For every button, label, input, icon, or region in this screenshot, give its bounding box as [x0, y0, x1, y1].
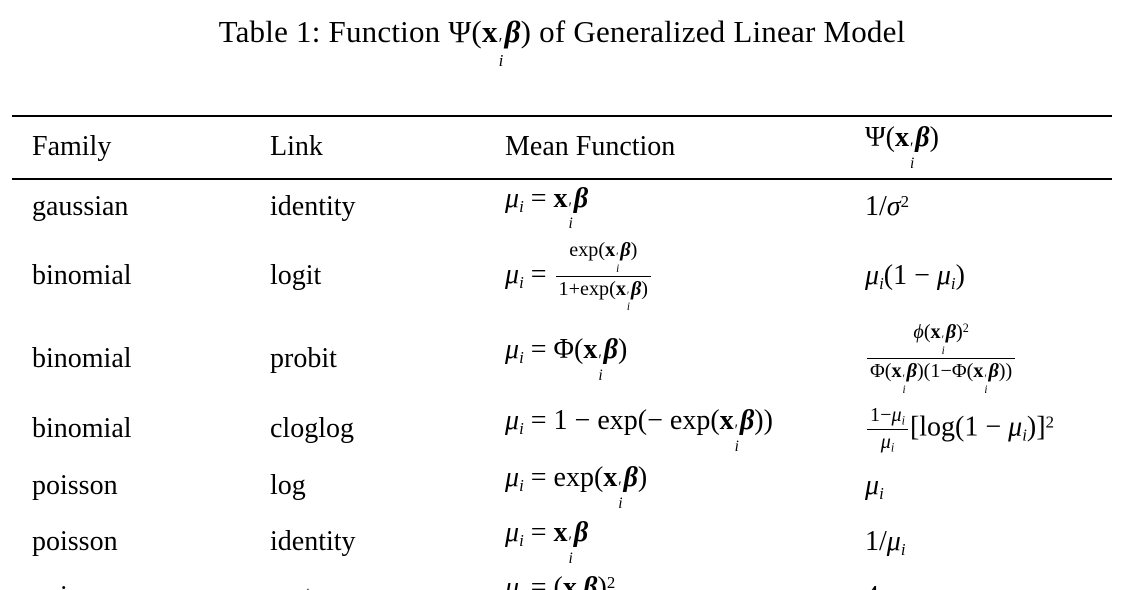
- link-cell: log: [270, 470, 306, 502]
- mean-function-cell: μi = (x′iβ)2: [505, 572, 616, 590]
- psi-cell: μi: [865, 470, 884, 504]
- family-cell: poisson: [32, 525, 118, 557]
- link-cell: logit: [270, 260, 322, 292]
- link-cell: sqrt: [270, 569, 505, 590]
- psi-cell: μi(1 − μi): [865, 260, 965, 294]
- link-cell: cloglog: [270, 413, 354, 445]
- psi-cell: 4: [865, 569, 1112, 590]
- family-cell: gaussian: [32, 191, 129, 223]
- psi-cell: 1/μi: [865, 525, 906, 559]
- column-header-family: Family: [12, 116, 270, 180]
- family-cell: binomial: [32, 260, 132, 292]
- link-cell: identity: [270, 525, 356, 557]
- column-header-mean-function: Mean Function: [505, 116, 865, 180]
- table-row: poissonsqrtμi = (x′iβ)2 4: [12, 569, 1112, 590]
- family-cell: binomial: [32, 413, 132, 445]
- link-cell: identity: [270, 191, 356, 223]
- link-cell: probit: [270, 342, 337, 374]
- family-cell: poisson: [12, 569, 270, 590]
- psi-cell: 1/σ2: [865, 191, 909, 223]
- family-cell: poisson: [32, 470, 118, 502]
- family-cell: binomial: [32, 342, 132, 374]
- column-header-link: Link: [270, 116, 505, 180]
